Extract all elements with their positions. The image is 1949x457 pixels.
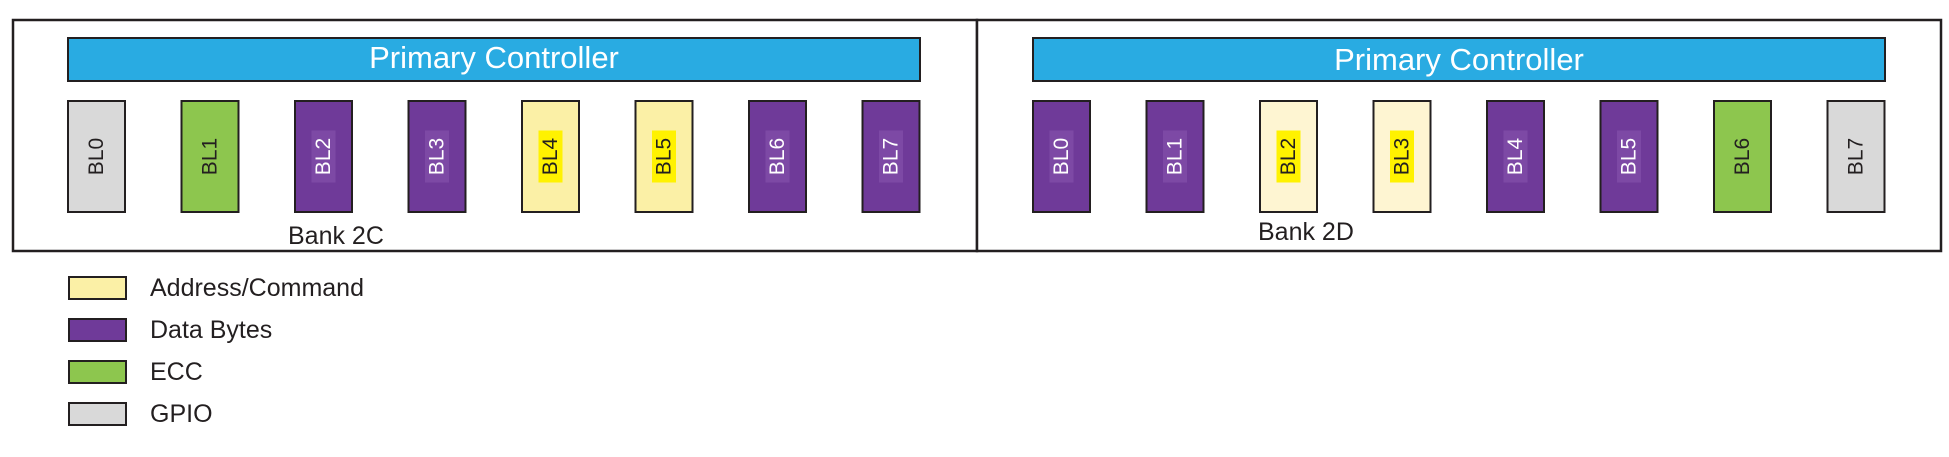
- lane-bl1: BL1: [1145, 100, 1205, 213]
- lane-bl5: BL5: [1599, 100, 1659, 213]
- lane-label: BL0: [85, 138, 108, 175]
- legend-label: GPIO: [150, 400, 213, 428]
- bank-lanes: BL0 BL1 BL2 BL3 BL4 BL5 BL6 BL7: [67, 100, 921, 213]
- label-highlight: [538, 130, 563, 183]
- lane-bl5: BL5: [634, 100, 694, 213]
- legend-item-ecc: ECC: [68, 358, 203, 386]
- controller-label: Primary Controller: [1334, 42, 1584, 77]
- lane-bl4: BL4: [1486, 100, 1545, 213]
- lane-bl7: BL7: [1826, 100, 1886, 213]
- lane-label: BL2: [1277, 138, 1300, 175]
- legend-label: Address/Command: [150, 274, 364, 302]
- label-highlight: [879, 130, 903, 183]
- label-highlight: [1390, 130, 1414, 183]
- bank-lanes: BL0 BL1 BL2 BL3 BL4 BL5 BL6 BL7: [1032, 100, 1886, 213]
- bank-2c: Primary Controller BL0 BL1 BL2 BL3 BL4 BL5 BL6…: [11, 18, 979, 253]
- lane-bl1: BL1: [180, 100, 240, 213]
- controller-label: Primary Controller: [369, 40, 619, 75]
- lane-box: [180, 100, 240, 213]
- legend-swatch: [68, 402, 127, 426]
- label-highlight: [765, 130, 790, 183]
- legend-swatch: [68, 276, 127, 300]
- legend-item-data-bytes: Data Bytes: [68, 316, 272, 344]
- label-highlight: [1503, 130, 1528, 183]
- lane-label: BL3: [426, 138, 449, 175]
- lane-box: [1486, 100, 1545, 213]
- lane-label: BL4: [1504, 138, 1527, 176]
- label-highlight: [1276, 130, 1301, 183]
- lane-label: BL2: [312, 138, 335, 175]
- lane-bl0: BL0: [1032, 100, 1091, 213]
- label-highlight: [311, 130, 336, 183]
- lane-label: BL5: [653, 138, 676, 175]
- label-highlight: [425, 130, 449, 183]
- lane-label: BL4: [539, 138, 562, 176]
- lane-label: BL0: [1050, 138, 1073, 175]
- lane-bl6: BL6: [1713, 100, 1772, 213]
- lane-bl2: BL2: [294, 100, 353, 213]
- lane-bl0: BL0: [67, 100, 126, 213]
- lane-label: BL6: [766, 138, 789, 175]
- bank-2d: Primary Controller BL0 BL1 BL2 BL3 BL4 BL5 BL6…: [975, 18, 1943, 253]
- legend-swatch: [68, 318, 127, 342]
- lane-label: BL3: [1391, 138, 1414, 175]
- primary-controller-bar: [67, 37, 921, 82]
- primary-controller-bar: [1032, 37, 1886, 82]
- lane-box: [1145, 100, 1205, 213]
- lane-bl3: BL3: [1372, 100, 1432, 213]
- lane-box: [1826, 100, 1886, 213]
- legend-label: ECC: [150, 358, 203, 386]
- legend-swatch: [68, 360, 127, 384]
- lane-label: BL7: [1845, 138, 1868, 175]
- lane-label: BL1: [199, 138, 222, 175]
- lane-bl3: BL3: [407, 100, 467, 213]
- lane-bl4: BL4: [521, 100, 580, 213]
- label-highlight: [652, 130, 676, 183]
- lane-bl6: BL6: [748, 100, 807, 213]
- bank-name: Bank 2D: [1258, 218, 1354, 246]
- lane-label: BL1: [1164, 138, 1187, 175]
- lane-label: BL5: [1618, 138, 1641, 175]
- legend-item-gpio: GPIO: [68, 400, 213, 428]
- bank-name: Bank 2C: [288, 222, 384, 250]
- label-highlight: [1617, 130, 1641, 183]
- lane-box: [67, 100, 126, 213]
- lane-label: BL6: [1731, 138, 1754, 175]
- lane-label: BL7: [880, 138, 903, 175]
- legend-label: Data Bytes: [150, 316, 272, 344]
- lane-bl2: BL2: [1259, 100, 1318, 213]
- label-highlight: [1163, 130, 1187, 183]
- lane-box: [294, 100, 353, 213]
- legend-item-address-command: Address/Command: [68, 274, 364, 302]
- lane-bl7: BL7: [861, 100, 921, 213]
- lane-box: [1713, 100, 1772, 213]
- label-highlight: [1049, 130, 1074, 183]
